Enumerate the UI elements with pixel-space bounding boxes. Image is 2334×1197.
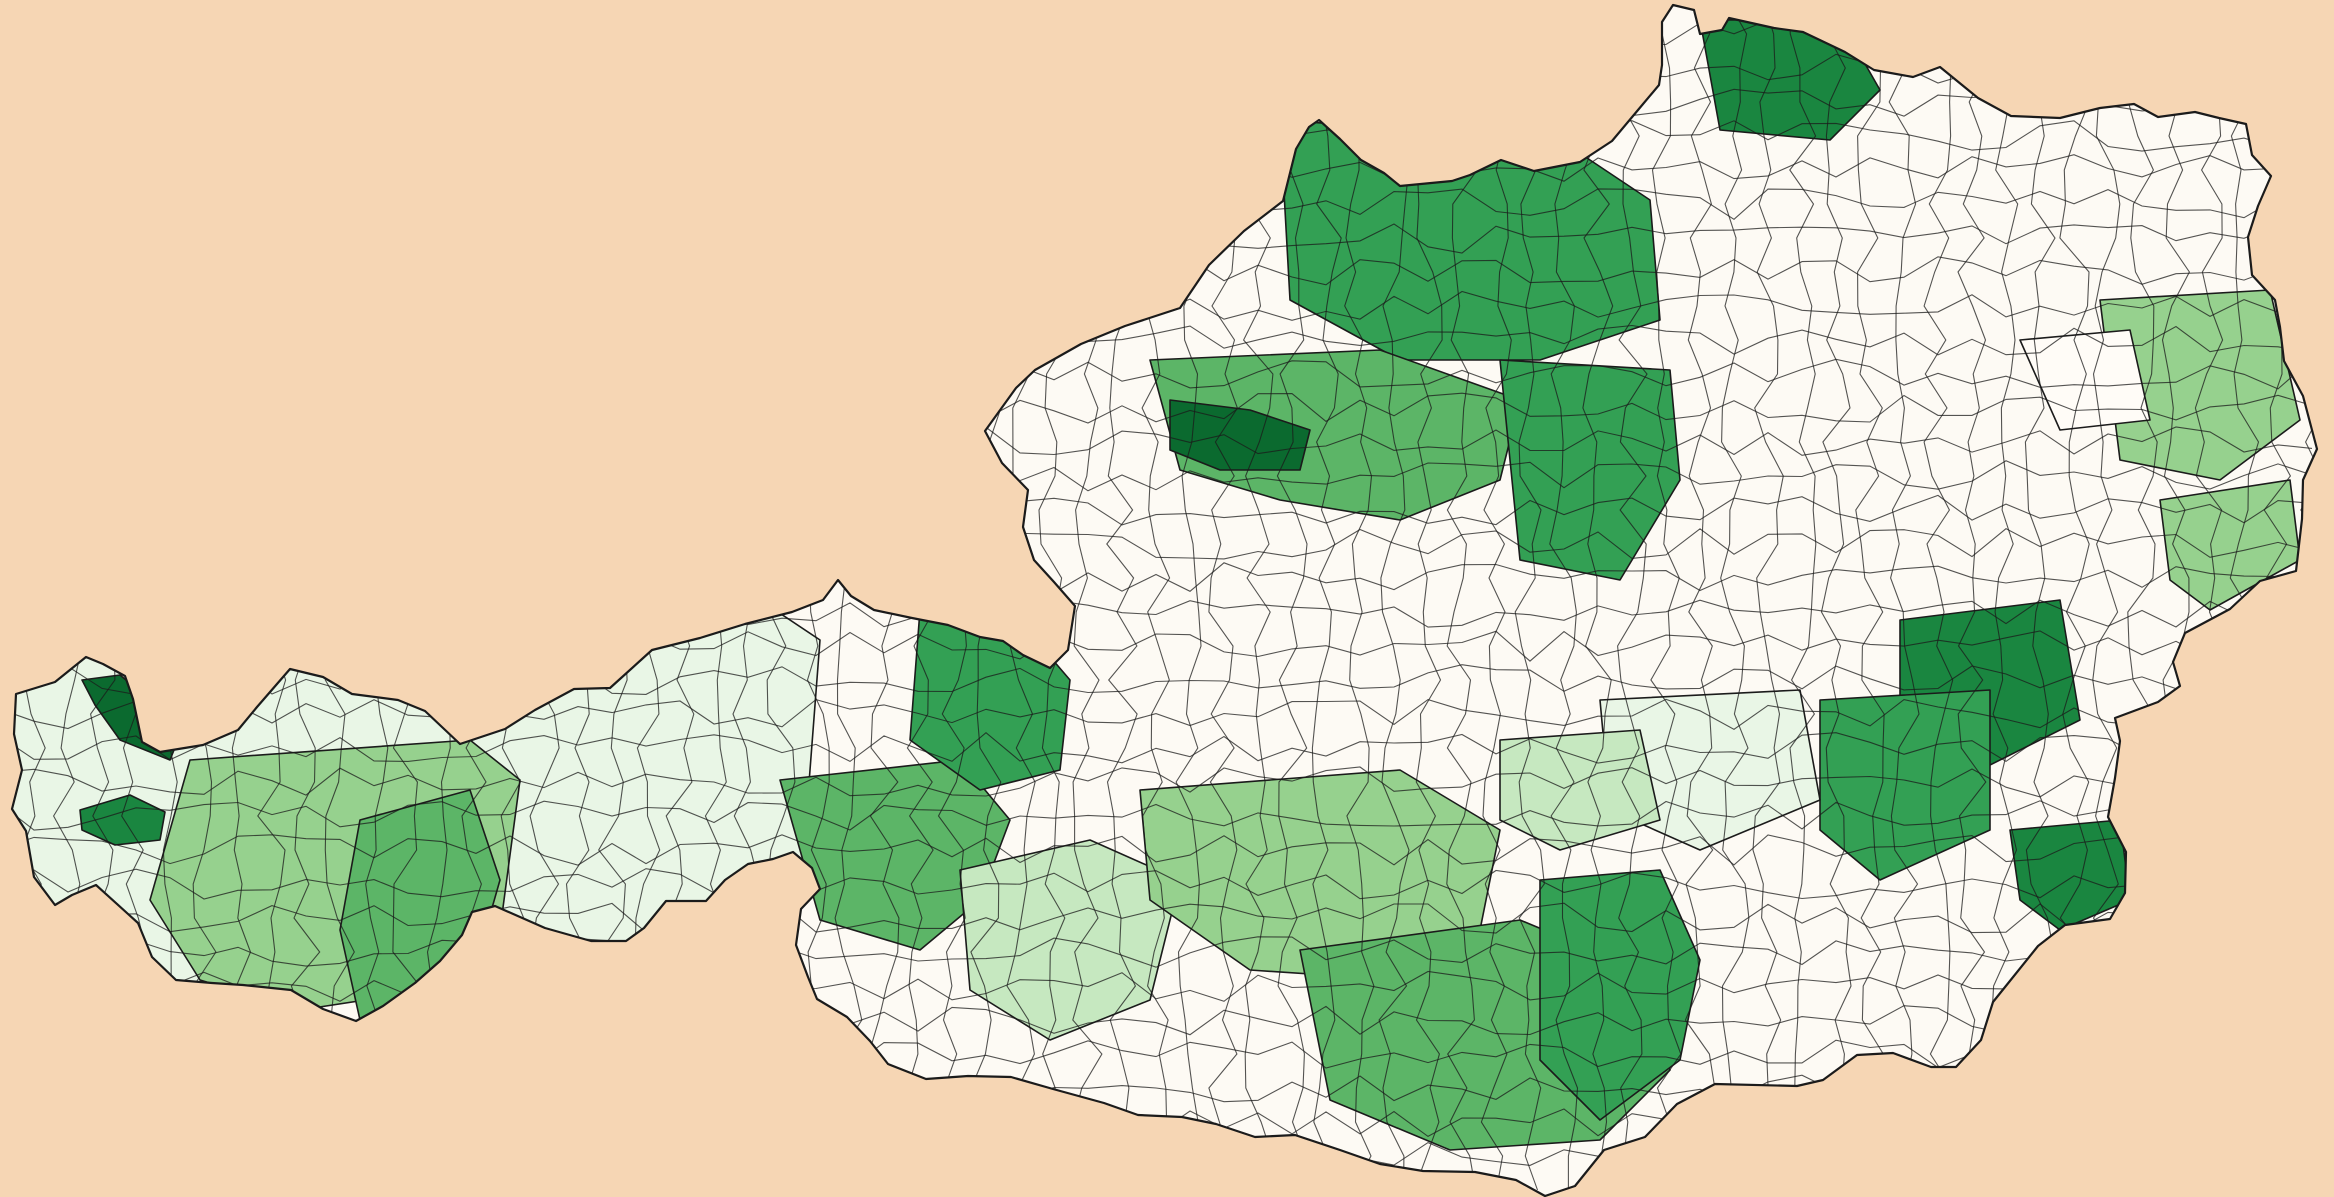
municipality-border <box>1855 5 1886 1191</box>
municipality-border <box>12 902 2313 934</box>
municipality-border <box>1311 5 1342 1191</box>
municipality-border <box>87 5 118 1191</box>
municipality-border <box>1480 5 1512 1191</box>
municipality-border <box>155 5 186 1191</box>
municipality-border <box>290 5 322 1191</box>
municipality-border <box>1923 5 1954 1191</box>
municipality-border <box>562 5 594 1191</box>
municipality-border <box>19 5 46 1191</box>
region-salzburg-mid <box>959 839 1181 1041</box>
municipality-border <box>12 1140 2313 1172</box>
municipality-border <box>12 868 2313 900</box>
region-upper-austria-dark <box>1169 399 1311 471</box>
region-vorarlberg-mid <box>79 794 166 846</box>
municipality-border <box>732 5 761 1191</box>
municipality-border <box>665 5 696 1191</box>
municipality-border <box>12 18 2313 50</box>
municipality-border <box>1788 5 1817 1191</box>
region-tyrol-south <box>339 789 501 1021</box>
municipality-border <box>1548 5 1579 1190</box>
region-east-mid <box>1819 689 1991 881</box>
municipality-border <box>256 5 288 1191</box>
municipality-border <box>1957 5 1987 1191</box>
municipality-border <box>1720 5 1750 1191</box>
municipality-border <box>698 5 728 1191</box>
municipality-border <box>1990 5 2019 1191</box>
municipality-border <box>1684 5 1716 1191</box>
municipality-border <box>528 5 560 1191</box>
municipality-border <box>12 834 2313 866</box>
municipality-border <box>766 5 798 1191</box>
municipality-border <box>12 51 2313 84</box>
municipality-border <box>12 800 2313 831</box>
region-upper-austria-central <box>1149 349 1521 521</box>
municipality-border <box>1820 5 1852 1191</box>
municipality-border <box>120 5 152 1191</box>
municipality-border <box>392 5 421 1191</box>
municipality-border <box>495 5 526 1191</box>
municipality-border <box>1888 5 1920 1191</box>
municipality-border <box>12 1174 2313 1196</box>
municipality-border <box>1650 5 1682 1191</box>
municipality-border <box>222 5 254 1191</box>
municipality-border <box>1344 5 1375 1191</box>
municipality-border <box>631 5 662 1191</box>
municipality-border <box>12 5 15 1191</box>
municipality-border <box>461 5 492 1191</box>
municipality-border <box>12 935 2313 968</box>
municipality-border <box>52 5 83 1191</box>
municipality-border <box>12 970 2313 1002</box>
municipality-border <box>12 731 2313 764</box>
region-lower-austria-ne <box>2099 289 2301 481</box>
municipality-border <box>596 5 628 1191</box>
municipality-border <box>12 698 2313 730</box>
municipality-border <box>1752 5 1784 1191</box>
municipality-border <box>12 766 2313 798</box>
municipality-border <box>188 5 220 1191</box>
municipality-border <box>2296 5 2317 1191</box>
municipality-border <box>1617 5 1648 1191</box>
municipality-border <box>12 5 2313 16</box>
municipality-border <box>1582 5 1614 1191</box>
municipality-border <box>426 5 457 1191</box>
